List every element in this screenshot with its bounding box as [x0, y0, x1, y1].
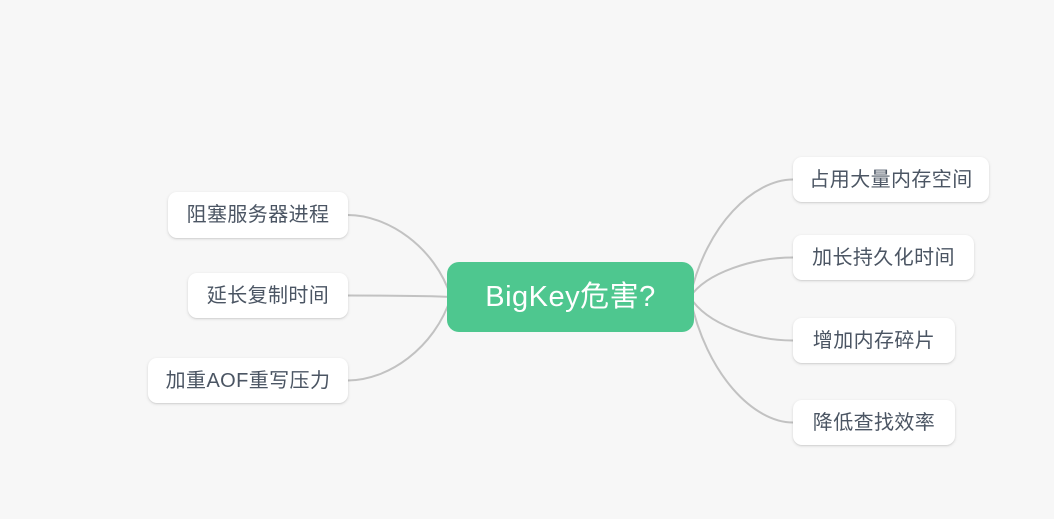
mindmap-central-node[interactable]: BigKey危害?	[447, 262, 694, 332]
branch-node-label: 阻塞服务器进程	[186, 204, 330, 226]
branch-node-label: 占用大量内存空间	[809, 168, 973, 191]
mindmap-branch-node[interactable]: 加长持久化时间	[793, 235, 974, 280]
mindmap-branch-node[interactable]: 占用大量内存空间	[793, 157, 989, 202]
mindmap-branch-node[interactable]: 增加内存碎片	[793, 318, 955, 363]
branch-node-label: 延长复制时间	[206, 284, 330, 307]
branch-node-label: 降低查找效率	[812, 411, 936, 434]
edge-4	[689, 178, 794, 298]
branch-node-label: 加长持久化时间	[812, 246, 955, 269]
edge-6	[689, 296, 794, 342]
mindmap-branch-node[interactable]: 加重AOF重写压力	[148, 358, 348, 403]
branch-node-label: 增加内存碎片	[812, 329, 936, 352]
mindmap-branch-node[interactable]: 延长复制时间	[188, 273, 348, 318]
edge-3	[347, 296, 452, 382]
mindmap-branch-node[interactable]: 降低查找效率	[793, 400, 955, 445]
branch-node-label: 加重AOF重写压力	[165, 369, 331, 392]
central-node-label: BigKey危害?	[485, 280, 656, 313]
edge-2	[347, 294, 452, 298]
mindmap-branch-node[interactable]: 阻塞服务器进程	[168, 192, 348, 238]
edge-5	[689, 256, 794, 298]
edge-1	[347, 214, 452, 298]
edge-7	[689, 296, 794, 424]
